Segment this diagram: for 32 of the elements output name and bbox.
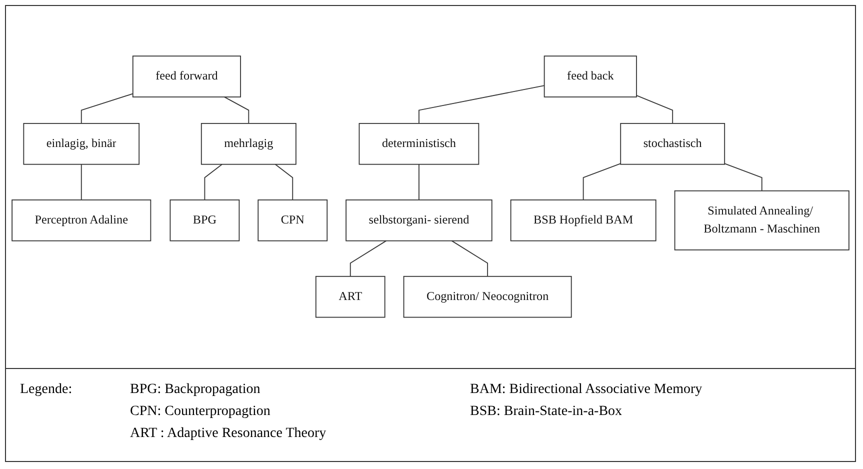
connector xyxy=(724,163,762,192)
connector xyxy=(80,164,82,201)
connector xyxy=(418,85,545,124)
connector xyxy=(636,95,674,124)
connector xyxy=(274,164,294,201)
node-box: Cognitron/ Neocognitron xyxy=(403,276,572,318)
legend-entry: CPN: Counterpropagtion xyxy=(130,404,270,420)
legend-entry: BAM: Bidirectional Associative Memory xyxy=(470,382,702,398)
connector xyxy=(80,94,134,124)
legend-entry: ART : Adaptive Resonance Theory xyxy=(130,426,326,442)
legend-heading: Legende: xyxy=(20,382,72,398)
connector xyxy=(418,164,420,201)
node-box: feed back xyxy=(544,56,637,98)
connector xyxy=(204,164,222,201)
node-box: einlagig, binär xyxy=(23,123,140,166)
node-box: BSB Hopfield BAM xyxy=(510,200,656,242)
node-box: BPG xyxy=(170,200,240,242)
node-box: Simulated Annealing/ Boltzmann - Maschinen xyxy=(674,190,850,251)
node-box: ART xyxy=(315,276,386,318)
legend-entry: BSB: Brain-State-in-a-Box xyxy=(470,404,622,420)
node-box: Perceptron Adaline xyxy=(12,200,152,242)
node-box: CPN xyxy=(258,200,328,242)
connector xyxy=(451,240,488,278)
node-box: selbstorgani- sierend xyxy=(346,200,492,242)
connector xyxy=(350,240,387,278)
node-box: feed forward xyxy=(132,56,241,98)
node-box: stochastisch xyxy=(620,123,726,166)
node-box: deterministisch xyxy=(358,123,480,166)
legend-entry: BPG: Backpropagation xyxy=(130,382,260,398)
connector xyxy=(582,163,622,201)
node-box: mehrlagig xyxy=(200,123,296,166)
connector xyxy=(224,96,250,124)
